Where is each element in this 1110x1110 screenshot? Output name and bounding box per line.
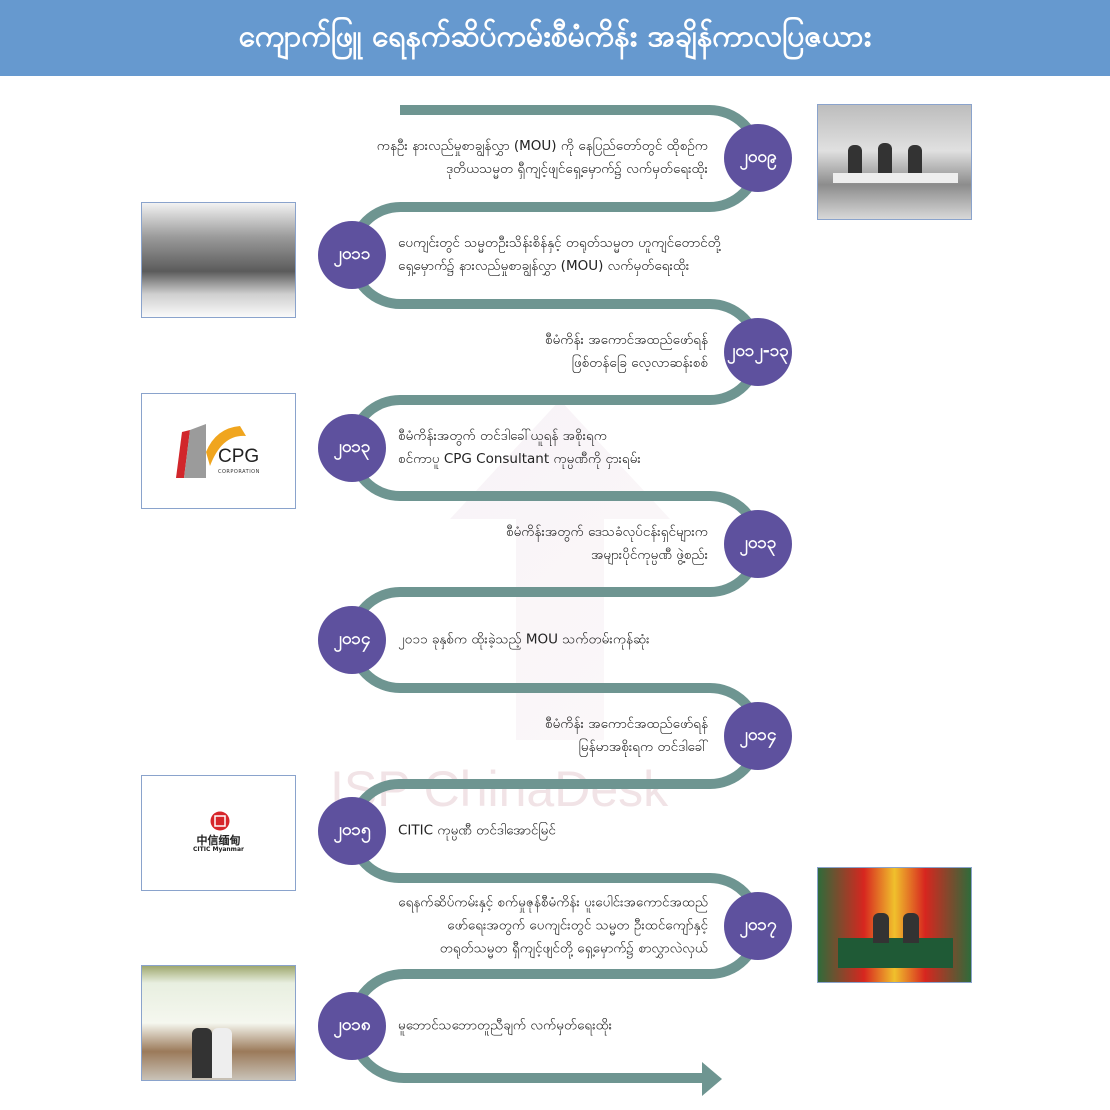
event-line: ၂၀၁၁ ခုနှစ်က ထိုးခဲ့သည့် MOU သက်တမ်းကုန်… [398,631,650,648]
page-title: ကျောက်ဖြူ ရေနက်ဆိပ်ကမ်းစီမံကိန်း အချိန်က… [238,18,872,54]
event-line: CITIC ကုမ္ပဏီ တင်ဒါအောင်မြင် [398,822,556,839]
event-line: စီမံကိန်း အကောင်အထည်ဖော်ရန် [544,332,708,348]
cpg-logo-subtext: CORPORATION [218,469,260,475]
citic-logo-card: 中信缅甸 CITIC Myanmar [141,775,296,891]
timeline-event-text: ၂၀၁၁ ခုနှစ်က ထိုးခဲ့သည့် MOU သက်တမ်းကုန်… [398,629,650,652]
year-badge: ၂၀၁၄ [724,702,792,770]
timeline-event-text: မူဘောင်သဘောတူညီချက် လက်မှတ်ရေးထိုး [398,1015,612,1038]
timeline-event-text: စီမံကိန်းအတွက် တင်ဒါခေါ်ယူရန် အစိုးရကစင်… [398,425,641,471]
photo-2018-signing [141,965,296,1081]
event-line: စီမံကိန်းအတွက် ဒေသခံလုပ်ငန်းရှင်များက [506,524,708,540]
photo-2009-signing [817,104,972,220]
citic-logo-english: CITIC Myanmar [193,846,244,853]
timeline-event-text: ကနဦး နားလည်မှုစာချွန်လွှာ (MOU) ကို နေပြ… [377,135,708,181]
citic-logo-icon [210,811,230,831]
event-line: ကနဦး နားလည်မှုစာချွန်လွှာ (MOU) ကို နေပြ… [376,138,708,154]
event-line: မြန်မာအစိုးရက တင်ဒါခေါ် [578,739,708,755]
timeline-event-text: စီမံကိန်း အကောင်အထည်ဖော်ရန်ဖြစ်တန်ခြေ လေ… [545,329,708,375]
year-badge: ၂၀၁၁ [318,221,386,289]
timeline-event-text: CITIC ကုမ္ပဏီ တင်ဒါအောင်မြင် [398,820,556,843]
event-line: ရှေ့မှောက်၌ နားလည်မှုစာချွန်လွှာ (MOU) လ… [398,258,690,274]
cpg-logo-icon [176,424,246,478]
event-line: ဖော်ရေးအတွက် ပေကျင်းတွင် သမ္မတ ဦးထင်ကျော… [447,917,708,934]
cpg-logo-text: CPG [218,446,260,467]
year-badge: ၂၀၁၅ [318,797,386,865]
year-badge: ၂၀၁၇ [724,892,792,960]
citic-logo-chinese: 中信缅甸 [196,834,241,847]
timeline-event-text: ရေနက်ဆိပ်ကမ်းနှင့် စက်မှုဇုန်စီမံကိန်း ပ… [398,892,708,961]
year-badge: ၂၀၁၄ [318,606,386,674]
event-line: ပေကျင်းတွင် သမ္မတဦးသိန်းစိန်နှင့် တရုတ်သ… [398,235,721,251]
year-badge: ၂၀၁၃ [724,510,792,578]
event-line: ဖြစ်တန်ခြေ လေ့လာဆန်းစစ် [571,355,708,371]
event-line: မူဘောင်သဘောတူညီချက် လက်မှတ်ရေးထိုး [398,1017,613,1034]
event-line: တရုတ်သမ္မတ ရှီကျင့်ဖျင်တို့ ရှေ့မှောက်၌ … [439,940,708,957]
timeline-event-text: ပေကျင်းတွင် သမ္မတဦးသိန်းစိန်နှင့် တရုတ်သ… [398,232,721,278]
year-badge: ၂၀၁၈ [318,992,386,1060]
year-badge: ၂၀၁၂-၁၃ [724,318,792,386]
cpg-logo-card: CPG CORPORATION [141,393,296,509]
event-line: ဒုတိယသမ္မတ ရှီကျင့်ဖျင်ရှေ့မှောက်၌ လက်မှ… [445,161,708,177]
timeline-event-text: စီမံကိန်းအတွက် ဒေသခံလုပ်ငန်းရှင်များကအမျ… [506,521,708,567]
arrow-head-icon [702,1062,722,1096]
header-banner: ကျောက်ဖြူ ရေနက်ဆိပ်ကမ်းစီမံကိန်း အချိန်က… [0,0,1110,76]
event-line: စီမံကိန်း အကောင်အထည်ဖော်ရန် [544,716,708,732]
photo-2017-exchange [817,867,972,983]
year-badge: ၂၀၀၉ [724,124,792,192]
photo-2011-signing [141,202,296,318]
event-line: စီမံကိန်းအတွက် တင်ဒါခေါ်ယူရန် အစိုးရက [398,428,607,444]
timeline-event-text: စီမံကိန်း အကောင်အထည်ဖော်ရန်မြန်မာအစိုးရက… [545,713,708,759]
event-line: စင်ကာပူ CPG Consultant ကုမ္ပဏီကို ငှားရမ… [398,451,641,467]
event-line: အများပိုင်ကုမ္ပဏီ ဖွဲ့စည်း [590,547,708,563]
year-badge: ၂၀၁၃ [318,414,386,482]
event-line: ရေနက်ဆိပ်ကမ်းနှင့် စက်မှုဇုန်စီမံကိန်း ပ… [398,894,708,911]
